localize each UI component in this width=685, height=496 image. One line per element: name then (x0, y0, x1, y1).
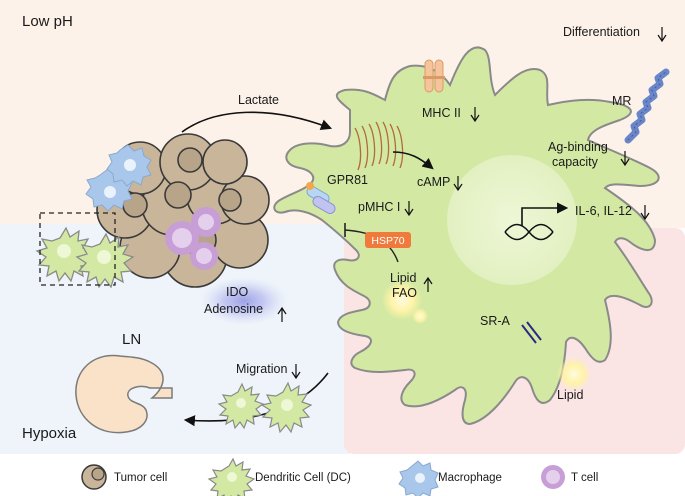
migration-down-arrow (291, 364, 301, 380)
differentiation-down-arrow (657, 27, 667, 43)
ido-adenosine-glow (200, 277, 288, 325)
lipid-droplet (382, 280, 422, 320)
legend-t-cell-label: T cell (571, 472, 598, 484)
camp-down-arrow (453, 176, 463, 192)
dendritic-cell-icon (207, 457, 256, 496)
ag-binding-down-arrow (620, 151, 630, 167)
pmhc1-down-arrow (404, 201, 414, 217)
dc-nucleus (447, 155, 577, 285)
sr-a-receptor (521, 321, 542, 344)
mhc2-label: MHC II (422, 106, 461, 120)
lipid-fao-up-arrow (423, 276, 433, 292)
il-label: IL-6, IL-12 (575, 204, 632, 218)
lymph-node-icon (75, 354, 173, 434)
small-dc-pair (35, 226, 135, 289)
legend-macrophage-label: Macrophage (438, 472, 502, 484)
ln-label: LN (122, 331, 141, 348)
mr-receptor (624, 68, 670, 144)
transcription-arrow (521, 202, 569, 226)
legend-dc-label: Dendritic Cell (DC) (255, 472, 351, 484)
lipid-droplet-extracellular (557, 357, 591, 391)
camp-label: cAMP (417, 175, 450, 189)
legend: Tumor cell Dendritic Cell (DC) Macrophag… (81, 457, 598, 496)
migration-label: Migration (236, 362, 287, 376)
ag-binding-label-1: Ag-binding (548, 140, 608, 154)
il-down-arrow (640, 205, 650, 221)
migrating-dc-pair (217, 381, 313, 434)
differentiation-label: Differentiation (563, 25, 640, 39)
lipid-fao-label-1: Lipid (390, 271, 416, 285)
hsp70-badge (365, 232, 411, 248)
t-cell-cluster (165, 207, 221, 270)
gpr81-receptor (354, 121, 404, 171)
hypoxia-label: Hypoxia (22, 425, 77, 442)
sr-a-label: SR-A (480, 314, 511, 328)
zoom-box (39, 212, 116, 286)
ag-binding-label-2: capacity (552, 155, 599, 169)
adenosine-label: Adenosine (204, 302, 263, 316)
camp-arrow (392, 151, 434, 170)
tumor-cell-icon (81, 464, 107, 490)
gpr81-label: GPR81 (327, 173, 368, 187)
mhc2-receptor (423, 59, 445, 93)
lipid-fao-label-2: FAO (392, 286, 417, 300)
low-ph-label: Low pH (22, 13, 73, 30)
lipid-droplet-small (412, 308, 428, 324)
ido-label: IDO (226, 285, 249, 299)
lactate-label: Lactate (238, 93, 279, 107)
dna-helix-icon (504, 223, 554, 241)
pmhc1-label: pMHC I (358, 200, 400, 214)
mhc2-down-arrow (470, 107, 480, 123)
macrophage-icon (398, 460, 439, 496)
pmhc1-receptor (306, 182, 336, 214)
lactate-arrow (181, 111, 333, 133)
mr-label: MR (612, 94, 631, 108)
ido-adenosine-up-arrow (277, 306, 287, 322)
t-cell-icon (541, 465, 565, 489)
legend-tumor-label: Tumor cell (114, 472, 167, 484)
hsp70-label: HSP70 (371, 235, 404, 247)
lipid-label: Lipid (557, 388, 583, 402)
macrophage-cluster (85, 144, 152, 212)
